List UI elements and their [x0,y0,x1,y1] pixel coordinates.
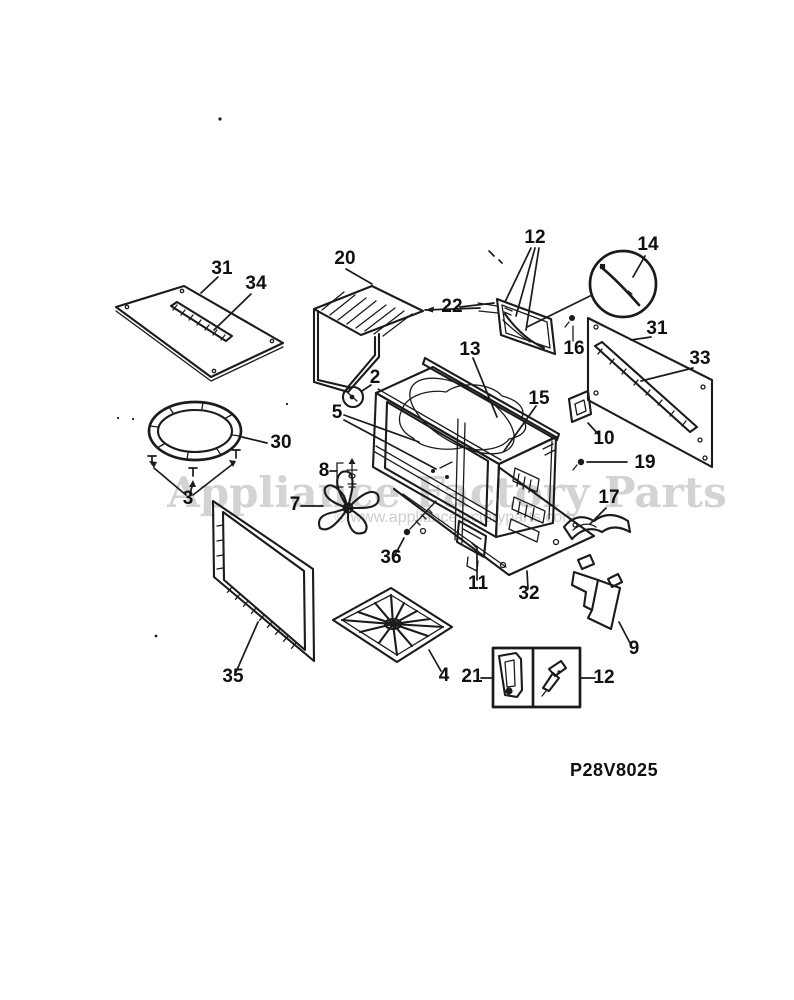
callout-14-detail-circle: 14 [637,234,659,255]
callout-5-front-frame: 5 [332,402,343,423]
part-grill-tray [331,586,454,672]
callout-12-latch-levers: 12 [524,227,545,248]
part-vent-hood [312,268,425,394]
callout-13-cavity-top: 13 [459,339,480,360]
part-circled-screw [341,384,372,409]
part-bracket-9 [570,553,632,646]
leader-lines-front-frame [343,357,537,470]
part-ring-screws [147,449,241,496]
callout-7-fan-blade: 7 [290,494,301,515]
callout-31-rear-panel: 31 [646,318,668,339]
drawing-number: P28V8025 [570,760,658,780]
callout-12-clip: 12 [593,667,614,688]
callout-8-stirrer-shaft: 8 [319,460,330,481]
part-door-panel [211,499,316,673]
callout-17-bracket: 17 [598,487,619,508]
callout-32-base-plate: 32 [518,583,539,604]
leader-bracket-11 [471,542,478,581]
part-screw-19 [572,458,628,471]
part-top-panel [114,276,285,382]
callout-11-bracket: 11 [468,573,489,594]
part-rear-panel [586,316,714,469]
callout-34-panel-slot: 34 [245,273,267,294]
part-base-plate [392,466,596,590]
callout-4-grill-tray: 4 [439,665,450,686]
callout-35-door-panel: 35 [222,666,244,687]
part-screw-16 [564,315,575,342]
part-stirrer-shaft [329,458,358,488]
callout-10-cover-plate: 10 [593,428,614,449]
callout-2-circled-screw: 2 [370,367,381,388]
callout-labels: 31 34 20 12 14 22 16 31 33 13 2 15 5 10 … [183,227,711,688]
part-latch-assembly [424,247,591,356]
part-lamp-and-clip-box [480,646,596,709]
callout-22-latch-assembly: 22 [441,296,462,317]
callout-30-roller-ring: 30 [270,432,291,453]
callout-33-panel-strip: 33 [689,348,710,369]
part-detail-circle [588,249,658,319]
callout-36-screw: 36 [380,547,401,568]
callout-16-screw: 16 [563,338,584,359]
callout-9-support-bracket: 9 [629,638,640,659]
callout-31-top-panel: 31 [211,258,233,279]
scan-artifact-dots [116,117,503,638]
part-roller-ring [147,400,268,462]
callout-21-lamp-socket: 21 [461,666,483,687]
callout-3-ring-screws: 3 [183,488,194,509]
part-bracket-17 [562,507,632,541]
callout-20-vent-hood: 20 [334,248,355,269]
part-cover-plate [567,389,600,436]
callout-19-screw: 19 [634,452,655,473]
part-screw-36 [394,500,437,556]
callout-15-cavity-interior: 15 [528,388,550,409]
